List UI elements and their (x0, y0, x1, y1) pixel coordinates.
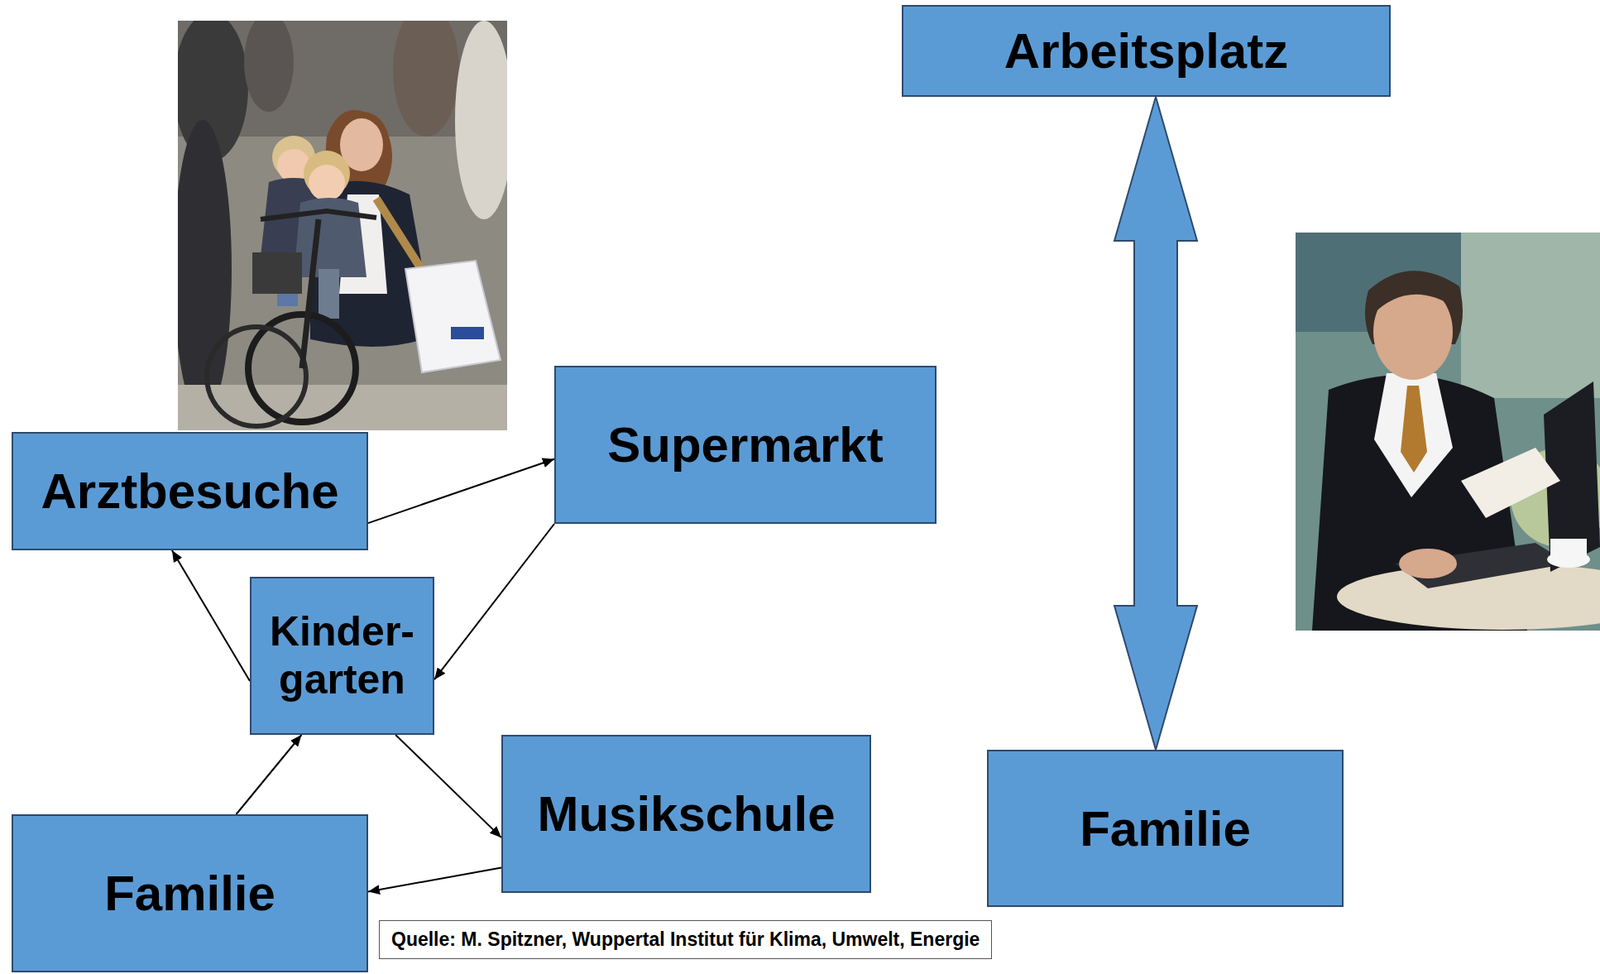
workplace-box: Arbeitsplatz (901, 4, 1391, 97)
box-label: Familie (104, 864, 276, 922)
family-box: Familie (11, 814, 369, 973)
arrow-connector (172, 550, 250, 681)
box-label: Familie (1079, 800, 1251, 858)
box-label: Arztbesuche (40, 462, 339, 520)
box-label: Kinder- garten (251, 608, 433, 704)
doctor-box: Arztbesuche (11, 431, 369, 551)
supermarket-box: Supermarkt (554, 365, 937, 524)
kindergarten-box: Kinder- garten (249, 576, 435, 735)
family-box: Familie (986, 749, 1344, 907)
arrow-connector (368, 867, 502, 892)
source-note: Quelle: M. Spitzner, Wuppertal Institut … (378, 919, 992, 959)
arrow-connector (368, 459, 555, 523)
block-arrow (1114, 96, 1198, 750)
arrow-connector (395, 734, 502, 838)
box-label: Supermarkt (607, 416, 883, 474)
photo-illustration (1295, 232, 1600, 631)
arrow-connector (236, 734, 302, 815)
music-school-box: Musikschule (501, 734, 872, 893)
box-label: Musikschule (536, 785, 835, 843)
photo-illustration (177, 20, 508, 431)
box-label: Arbeitsplatz (1004, 22, 1289, 80)
arrow-connector (434, 523, 555, 680)
